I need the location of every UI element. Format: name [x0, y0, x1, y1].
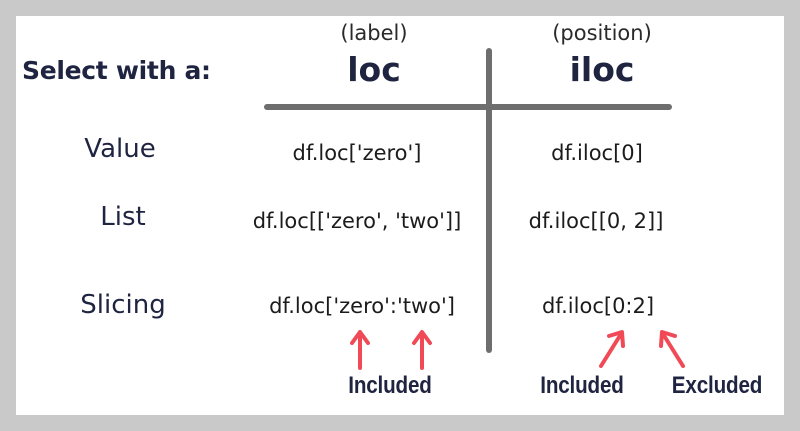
arrow-up-icon [412, 330, 432, 370]
iloc-column-heading: iloc [569, 50, 635, 89]
loc-column-heading: loc [347, 50, 401, 89]
cell-loc-slicing: df.loc['zero':'two'] [269, 294, 455, 318]
cell-loc-value: df.loc['zero'] [292, 141, 422, 165]
arrow-up-left-icon [659, 330, 685, 368]
loc-subtitle: (label) [340, 21, 408, 45]
select-with-heading: Select with a: [22, 56, 211, 85]
header-divider-horizontal [264, 104, 672, 110]
cell-iloc-list: df.iloc[[0, 2]] [528, 209, 664, 233]
row-label-slicing: Slicing [80, 290, 166, 320]
cell-iloc-value: df.iloc[0] [551, 141, 643, 165]
row-label-value: Value [84, 134, 156, 164]
iloc-included-note: Included [540, 372, 624, 399]
cell-iloc-slicing: df.iloc[0:2] [541, 294, 655, 318]
row-label-list: List [100, 202, 146, 232]
column-divider-vertical [486, 48, 492, 353]
iloc-subtitle: (position) [552, 21, 652, 45]
iloc-excluded-note: Excluded [671, 372, 763, 399]
arrow-up-right-icon [599, 330, 625, 368]
cell-loc-list: df.loc[['zero', 'two']] [252, 209, 462, 233]
annotation-arrows [350, 330, 685, 370]
loc-included-note: Included [348, 372, 432, 399]
arrow-up-icon [350, 330, 370, 370]
comparison-panel: Select with a: (label) loc (position) il… [16, 16, 784, 415]
